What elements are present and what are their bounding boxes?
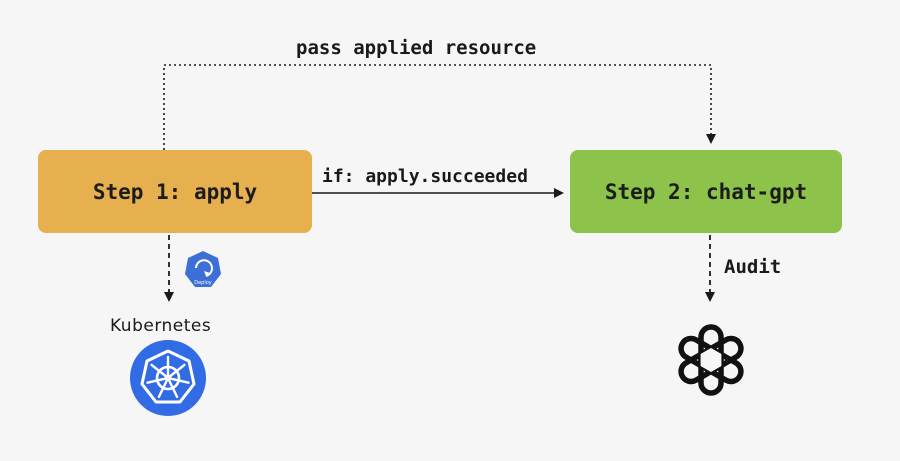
audit-label: Audit	[724, 256, 782, 278]
kubernetes-label: Kubernetes	[110, 316, 212, 336]
step-2-node: Step 2: chat-gpt	[570, 150, 842, 233]
condition-label: if: apply.succeeded	[322, 166, 528, 187]
pass-resource-label: pass applied resource	[296, 37, 537, 59]
pass-resource-connector	[163, 64, 716, 150]
openai-icon	[678, 324, 744, 396]
svg-text:Deploy: Deploy	[194, 280, 212, 286]
kubernetes-icon	[130, 340, 206, 416]
step-1-label: Step 1: apply	[92, 179, 258, 204]
step-1-node: Step 1: apply	[38, 150, 312, 233]
deploy-badge-icon: Deploy	[185, 251, 221, 287]
step-2-label: Step 2: chat-gpt	[604, 179, 808, 204]
